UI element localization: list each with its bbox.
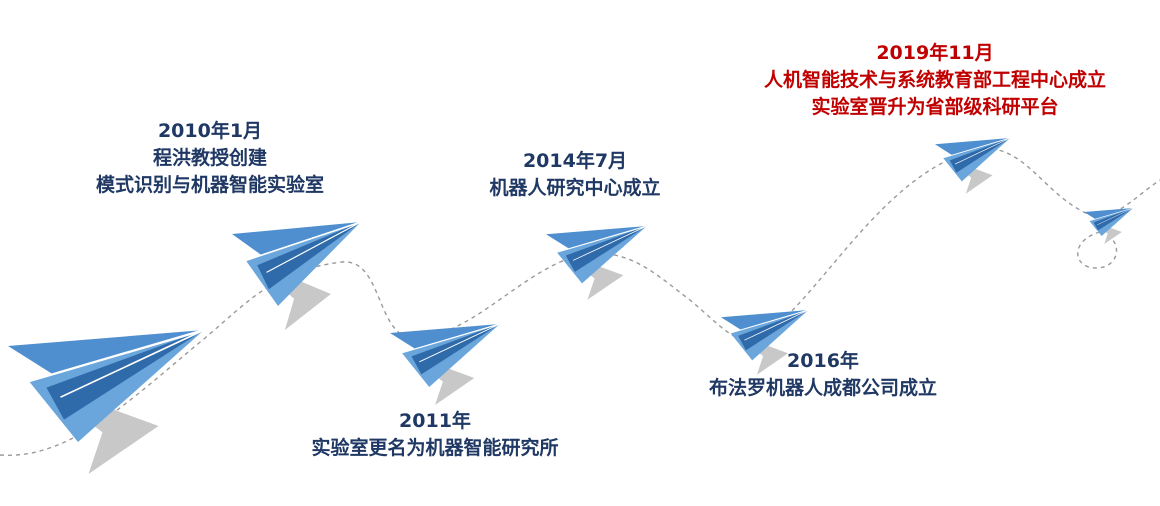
milestone-2019: 2019年11月 人机智能技术与系统教育部工程中心成立 实验室晋升为省部级科研平… — [715, 40, 1155, 121]
paper-plane-icon — [6, 328, 206, 476]
milestone-date: 2011年 — [399, 410, 471, 432]
milestone-text: 程洪教授创建 — [152, 147, 267, 169]
milestone-date: 2010年1月 — [157, 120, 263, 142]
milestone-text: 机器人研究中心成立 — [489, 177, 661, 199]
paper-plane-icon — [545, 225, 648, 301]
milestone-text: 实验室晋升为省部级科研平台 — [811, 96, 1059, 118]
milestone-text: 布法罗机器人成都公司成立 — [708, 377, 937, 399]
milestone-text: 实验室更名为机器智能研究所 — [311, 437, 559, 459]
flight-loop — [1077, 231, 1118, 269]
milestone-2010: 2010年1月 程洪教授创建 模式识别与机器智能实验室 — [60, 118, 360, 199]
milestone-date: 2014年7月 — [522, 150, 628, 172]
milestone-2016: 2016年 布法罗机器人成都公司成立 — [668, 348, 978, 402]
milestone-text: 模式识别与机器智能实验室 — [95, 174, 324, 196]
paper-plane-icon — [934, 137, 1011, 195]
milestone-date: 2019年11月 — [876, 42, 994, 64]
paper-plane-icon — [389, 323, 501, 406]
milestone-2014: 2014年7月 机器人研究中心成立 — [455, 148, 695, 202]
paper-plane-icon — [231, 221, 362, 331]
milestone-text: 人机智能技术与系统教育部工程中心成立 — [763, 69, 1106, 91]
paper-plane-icon — [1083, 207, 1134, 245]
milestone-2011: 2011年 实验室更名为机器智能研究所 — [270, 408, 600, 462]
milestone-date: 2016年 — [787, 350, 859, 372]
